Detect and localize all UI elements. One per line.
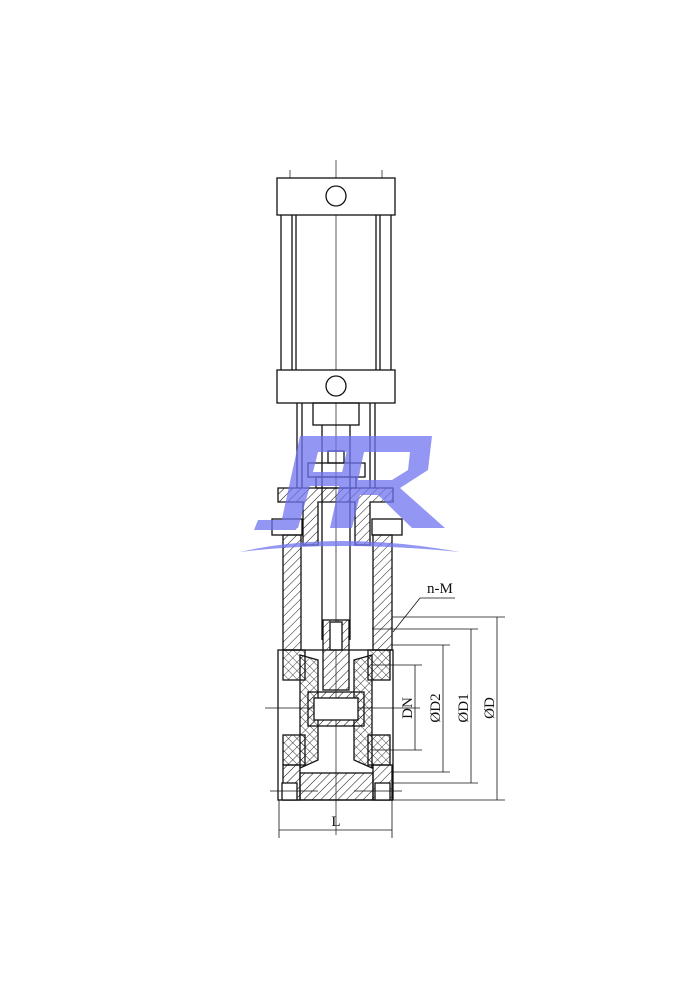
- body-wall-right: [372, 534, 393, 651]
- body-wall-left: [282, 534, 302, 651]
- logo-watermark: [240, 436, 460, 552]
- label-n-m: n-M: [427, 581, 453, 597]
- bolt-bottom-right: [374, 782, 391, 801]
- label-dn: DN: [400, 697, 416, 719]
- rod-housing: [312, 402, 360, 426]
- bolt-right: [371, 518, 403, 536]
- label-l: L: [331, 814, 340, 830]
- label-d1: ØD1: [456, 693, 472, 722]
- n-m-leader: [392, 597, 455, 633]
- bottom-block: [299, 772, 374, 801]
- label-d2: ØD2: [428, 693, 444, 722]
- cylinder-lower-cap: [276, 369, 396, 404]
- label-d: ØD: [482, 697, 498, 719]
- bolt-bottom-left: [281, 782, 298, 801]
- dimension-lines: [278, 597, 505, 838]
- cylinder-top-cap: [276, 170, 396, 216]
- cylinder-body: [280, 215, 392, 370]
